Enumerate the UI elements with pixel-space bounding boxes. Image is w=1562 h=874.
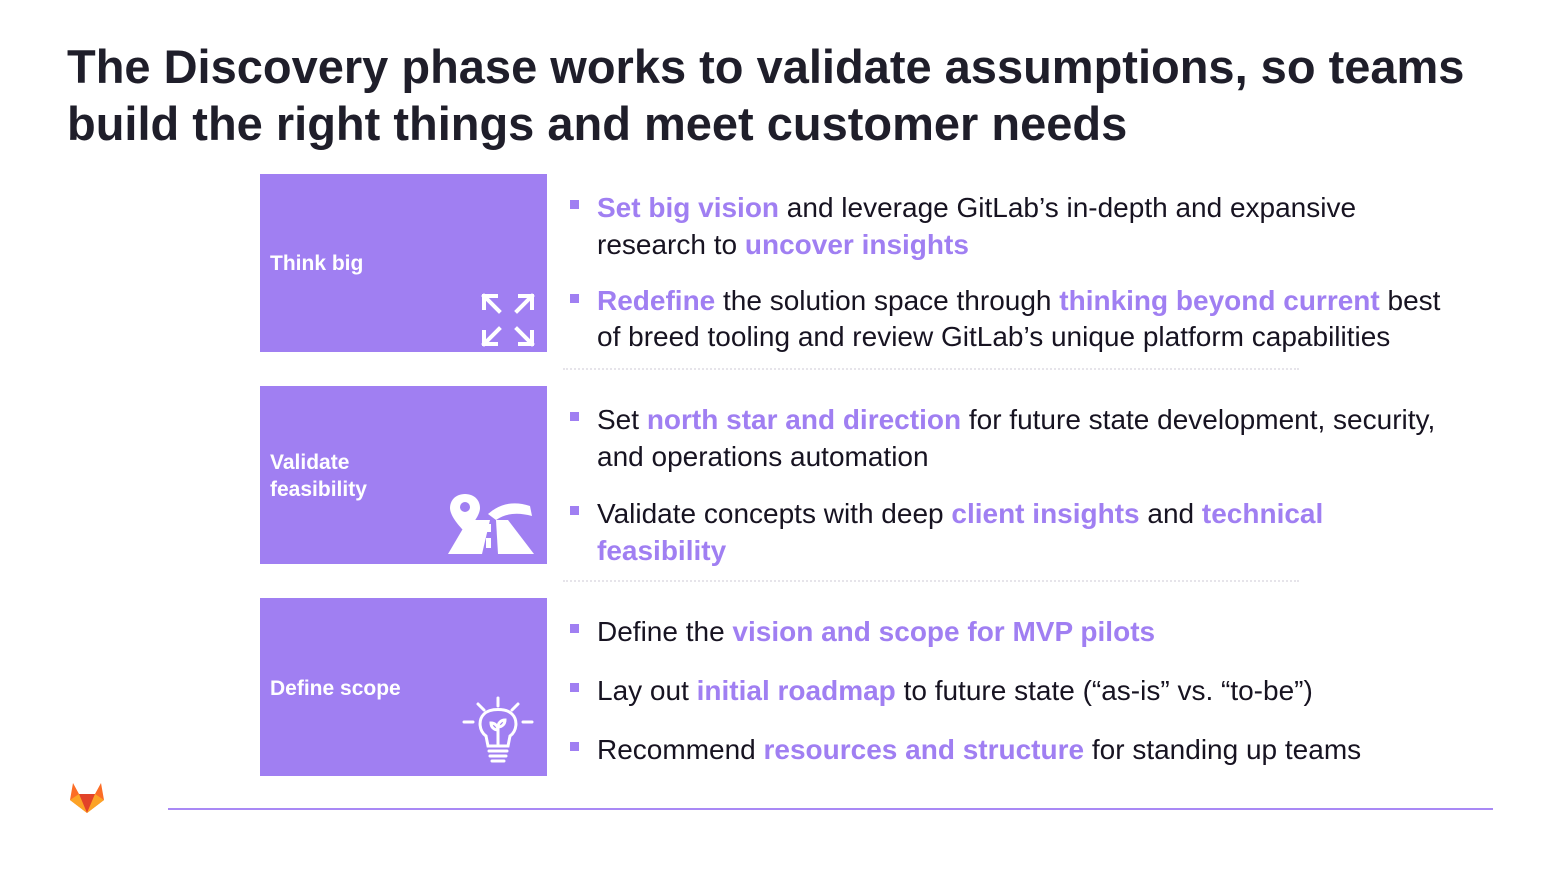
bullet-marker xyxy=(570,200,579,209)
section-divider xyxy=(563,580,1299,582)
section-label-define-scope: Define scope xyxy=(270,677,401,700)
bullet-item: Set big vision and leverage GitLab’s in-… xyxy=(570,189,1450,263)
bullet-marker xyxy=(570,624,579,633)
bullet-item: Lay out initial roadmap to future state … xyxy=(570,672,1450,709)
lightbulb-icon xyxy=(462,696,534,763)
section-label-validate-feasibility: Validate feasibility xyxy=(270,451,367,501)
section-label-think-big: Think big xyxy=(270,252,364,275)
bullet-item: Redefine the solution space through thin… xyxy=(570,283,1450,355)
bullet-marker xyxy=(570,412,579,421)
bullet-marker xyxy=(570,294,579,303)
bullet-item: Set north star and direction for future … xyxy=(570,401,1450,475)
bullet-item: Define the vision and scope for MVP pilo… xyxy=(570,613,1450,650)
bullet-item: Validate concepts with deep client insig… xyxy=(570,495,1450,569)
bullet-item: Recommend resources and structure for st… xyxy=(570,731,1450,768)
page-title: The Discovery phase works to validate as… xyxy=(67,40,1465,150)
section-box-validate-feasibility: Validate feasibility xyxy=(260,386,547,564)
section-box-define-scope: Define scope xyxy=(260,598,547,776)
expand-arrows-icon xyxy=(481,293,535,347)
footer-divider xyxy=(168,808,1493,810)
gitlab-logo-icon xyxy=(70,783,104,813)
section-box-think-big: Think big xyxy=(260,174,547,352)
bullet-marker xyxy=(570,683,579,692)
bullet-marker xyxy=(570,506,579,515)
section-divider xyxy=(563,368,1299,370)
bullet-marker xyxy=(570,742,579,751)
road-map-pin-icon xyxy=(448,494,534,554)
